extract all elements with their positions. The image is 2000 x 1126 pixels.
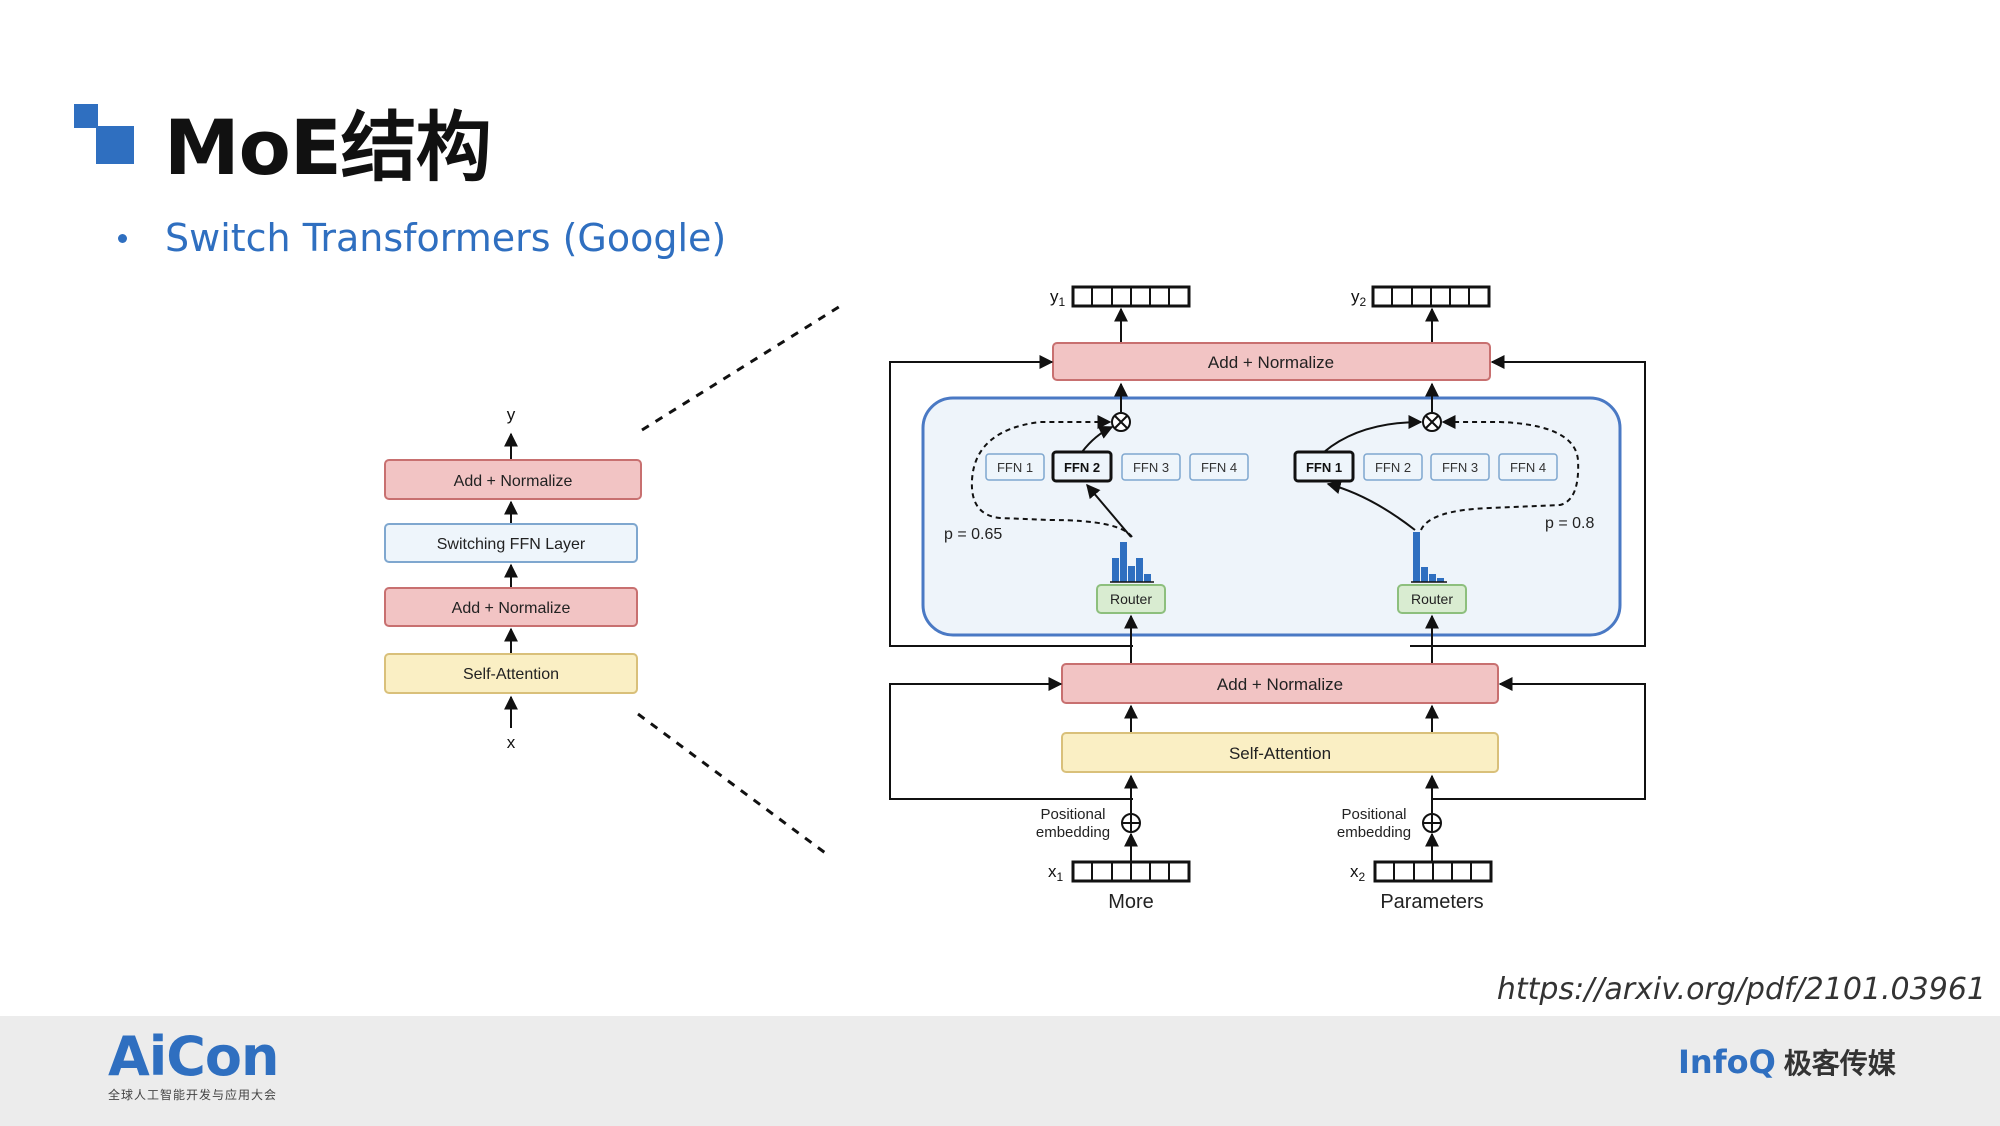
histogram-bar [1413, 532, 1420, 582]
left-input-label: x [507, 733, 516, 752]
histogram-bar [1144, 574, 1151, 582]
histogram-bar [1136, 558, 1143, 582]
expert-right-ffn3 [1430, 453, 1490, 481]
left-switching-ffn-label: Switching FFN Layer [437, 536, 586, 553]
router-left-label: Router [1110, 591, 1152, 607]
input-x2-vector [1373, 860, 1493, 883]
expert-right-ffn3-label: FFN 3 [1442, 460, 1478, 475]
expert-right-ffn2-label: FFN 2 [1375, 460, 1411, 475]
pos-embed-left-line1: Positional [1040, 806, 1105, 823]
right-add-normalize-top-label: Add + Normalize [1208, 353, 1334, 372]
histogram-bar [1120, 542, 1127, 582]
left-transformer-block: y Add + Normalize Switching FFN Layer Ad… [384, 405, 642, 752]
pos-embed-left-line2: embedding [1036, 824, 1110, 841]
expert-left-ffn1 [985, 453, 1045, 481]
output-y1-vector [1071, 285, 1191, 308]
residual-top-left [889, 355, 1133, 647]
bullet-dot-icon [118, 233, 127, 243]
output-y2-vector [1371, 285, 1491, 308]
zoom-line-top [641, 303, 843, 432]
residual-top-right [1410, 355, 1646, 647]
histogram-bar [1429, 574, 1436, 582]
left-add-normalize-bottom-label: Add + Normalize [452, 600, 571, 617]
expert-group-left: FFN 1 FFN 2 FFN 3 FFN 4 [985, 450, 1249, 483]
histogram-bar [1112, 558, 1119, 582]
expert-group-right: FFN 1 FFN 2 FFN 3 FFN 4 [1293, 450, 1558, 483]
expert-left-ffn4-label: FFN 4 [1201, 460, 1237, 475]
expert-left-ffn1-label: FFN 1 [997, 460, 1033, 475]
router-histogram-right [1411, 532, 1447, 583]
left-add-normalize-top-box [384, 459, 642, 500]
logo-square-large [96, 126, 134, 164]
residual-bottom-left [889, 677, 1133, 800]
bullet-item: Switch Transformers (Google) [118, 216, 726, 260]
expert-left-ffn3 [1121, 453, 1181, 481]
pos-embed-right-line2: embedding [1337, 824, 1411, 841]
router-right-box [1397, 584, 1467, 614]
aicon-logo-word: AiCon [108, 1025, 279, 1088]
left-self-attention-label: Self-Attention [463, 666, 559, 683]
aicon-logo: AiCon 全球人工智能开发与应用大会 [108, 1025, 279, 1103]
expert-right-ffn4 [1498, 453, 1558, 481]
right-add-normalize-bottom-label: Add + Normalize [1217, 675, 1343, 694]
infoq-logo: InfoQ 极客传媒 [1678, 1042, 1896, 1082]
expert-right-ffn1-label: FFN 1 [1306, 460, 1342, 475]
left-switching-ffn-box [384, 523, 638, 563]
left-output-label: y [507, 405, 516, 424]
bullet-text: Switch Transformers (Google) [165, 216, 727, 260]
right-self-attention-label: Self-Attention [1229, 744, 1331, 763]
expert-right-ffn2 [1363, 453, 1423, 481]
source-url[interactable]: https://arxiv.org/pdf/2101.03961 [1496, 972, 1986, 1007]
input-word-left: More [1108, 891, 1154, 913]
expert-left-ffn4 [1189, 453, 1249, 481]
title-logo-mark [74, 104, 134, 164]
expert-right-ffn4-label: FFN 4 [1510, 460, 1546, 475]
left-add-normalize-bottom-box [384, 587, 638, 627]
zoom-line-bottom [637, 712, 829, 857]
histogram-bar [1437, 578, 1444, 582]
histogram-bar [1421, 567, 1428, 582]
left-self-attention-box [384, 653, 638, 694]
input-x1-label: x1 [1048, 862, 1064, 884]
router-histogram-left [1110, 542, 1154, 583]
infoq-logo-cn: 极客传媒 [1783, 1047, 1896, 1080]
right-switch-block: y1 y2 Add + Normalize [889, 285, 1646, 913]
left-add-normalize-top-label: Add + Normalize [454, 473, 573, 490]
expert-panel [921, 396, 1622, 637]
histogram-bar [1128, 566, 1135, 582]
pos-embed-right-line1: Positional [1341, 806, 1406, 823]
infoq-logo-word: InfoQ [1678, 1043, 1776, 1081]
right-self-attention-box [1061, 732, 1499, 773]
aicon-logo-sub: 全球人工智能开发与应用大会 [108, 1088, 278, 1102]
input-x2-label: x2 [1350, 862, 1366, 884]
probability-left: p = 0.65 [944, 526, 1002, 543]
logo-square-small [74, 104, 98, 128]
output-y1-label: y1 [1050, 287, 1066, 309]
router-left-box [1096, 584, 1166, 614]
residual-bottom-right [1432, 677, 1646, 800]
expert-left-ffn3-label: FFN 3 [1133, 460, 1169, 475]
footer-bar [0, 1016, 2000, 1126]
slide-title: MoE结构 [164, 103, 492, 192]
output-y2-label: y2 [1351, 287, 1367, 309]
input-word-right: Parameters [1380, 891, 1483, 913]
expert-left-ffn2-label: FFN 2 [1064, 460, 1100, 475]
input-x1-vector [1071, 860, 1191, 883]
router-right-label: Router [1411, 591, 1453, 607]
probability-right: p = 0.8 [1545, 515, 1594, 532]
